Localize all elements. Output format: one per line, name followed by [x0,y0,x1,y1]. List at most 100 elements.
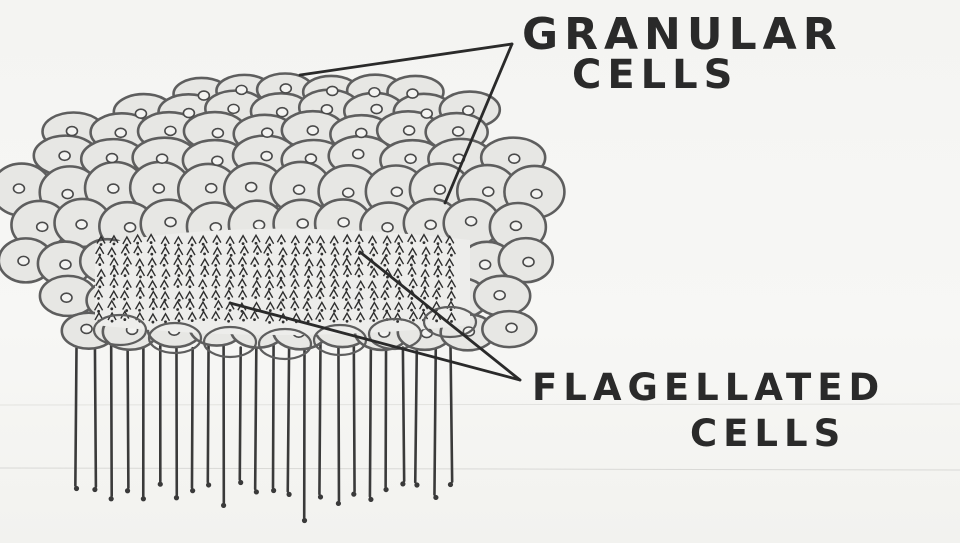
granular-label-line2: CELLS [572,52,738,98]
collar-cell-dot [293,275,296,278]
flagella [74,331,453,523]
cell-nucleus [135,109,146,118]
flagellum [319,341,320,494]
cell-nucleus [236,85,247,94]
collar-cell-dot [123,298,126,301]
collar-cell-dot [423,297,426,300]
collar-cell-dot [318,319,321,322]
collar-cell-dot [163,308,166,311]
collar-cell-dot [138,309,141,312]
cell-nucleus [66,127,77,136]
collar-cell-dot [151,265,154,268]
collar-cell-dot [152,321,155,324]
collar-cell-dot [357,308,360,311]
collar-cell-dot [150,276,153,279]
cell-nucleus [254,220,265,229]
collar-cell-dot [216,254,219,257]
collar-cell-dot [396,276,399,279]
cell-nucleus [531,189,542,198]
flagellum-tip [158,482,163,487]
collar-cell-dot [319,296,322,299]
collar-cell-dot [410,241,413,244]
flagellum-tip [206,482,211,487]
collar-cell-dot [241,286,244,289]
flagellum [255,340,256,489]
flagellum-tip [368,497,373,502]
collar-cell-dot [230,254,233,257]
collar-cell-dot [255,242,258,245]
flagellum [95,341,96,487]
collar-cell-dot [164,254,167,257]
collar-cell-dot [191,244,194,247]
cell-nucleus [353,150,364,159]
collar-cell-dot [319,266,322,269]
collar-cell-dot [111,320,114,323]
cell-nucleus [338,218,349,227]
flagellum-tip [125,488,130,493]
collar-cell-dot [253,318,256,321]
collar-cell-dot [243,253,246,256]
collar-cell-dot [436,275,439,278]
flagellum-tip [190,488,195,493]
cell-nucleus [115,128,126,137]
collar-cell-dot [448,266,451,269]
collar-cell-dot [215,275,218,278]
cell-nucleus [60,260,71,269]
flagellum-tip [141,496,146,501]
flagellum-tip [254,489,259,494]
collar-cell-dot [214,318,217,321]
cell-nucleus [59,151,70,160]
collar-cell-dot [437,253,440,256]
collar-cell-dot [294,286,297,289]
collar-cell-dot [227,297,230,300]
collar-cell-dot [203,274,206,277]
collar-cell-dot [386,243,389,246]
collar-cell-dot [178,319,181,322]
collar-cell-dot [139,296,142,299]
cell-nucleus [212,156,223,165]
cell-nucleus [463,106,474,115]
cell-nucleus [509,154,520,163]
collar-cell-dot [282,299,285,302]
collar-cell-dot [123,318,126,321]
collar-cell-dot [294,243,297,246]
cell-nucleus [18,256,29,265]
collar-cell-dot [152,307,155,310]
flagellum [273,331,274,487]
collar-cell-dot [214,297,217,300]
collar-cell-dot [333,243,336,246]
cell-nucleus [407,89,418,98]
collar-cell-dot [437,242,440,245]
collar-cell-dot [98,285,101,288]
flagellum-tip [302,518,307,523]
collar-cell-dot [372,254,375,257]
cell-nucleus [297,219,308,228]
collar-cell-dot [110,255,113,258]
collar-cell-dot [256,252,259,255]
flagellum-tip [448,482,453,487]
cell-nucleus [371,105,382,114]
flagellated-label-line1: FLAGELLATED [532,366,885,409]
cell-nucleus [369,88,380,97]
cell-nucleus [125,223,136,232]
cell-nucleus [523,257,534,266]
collar-cell-dot [332,276,335,279]
collar-cell-dot [334,254,337,257]
collar-cell-dot [110,307,113,310]
flagellum [240,348,241,480]
collar-cell-dot [176,285,179,288]
collar-cell-dot [241,297,244,300]
collar-cell-dot [163,264,166,267]
flagellum-tip [92,487,97,492]
collar-cell-dot [136,242,139,245]
collar-cell-dot [202,318,205,321]
cell-nucleus [327,86,338,95]
flagellum-tip [383,487,388,492]
collar-cell-dot [150,241,153,244]
collar-cell-dot [320,309,323,312]
flagellum [75,348,76,485]
flagellum [403,348,404,481]
collar-cell-dot [293,265,296,268]
collar-cell-dot [202,298,205,301]
collar-cell-dot [423,241,426,244]
